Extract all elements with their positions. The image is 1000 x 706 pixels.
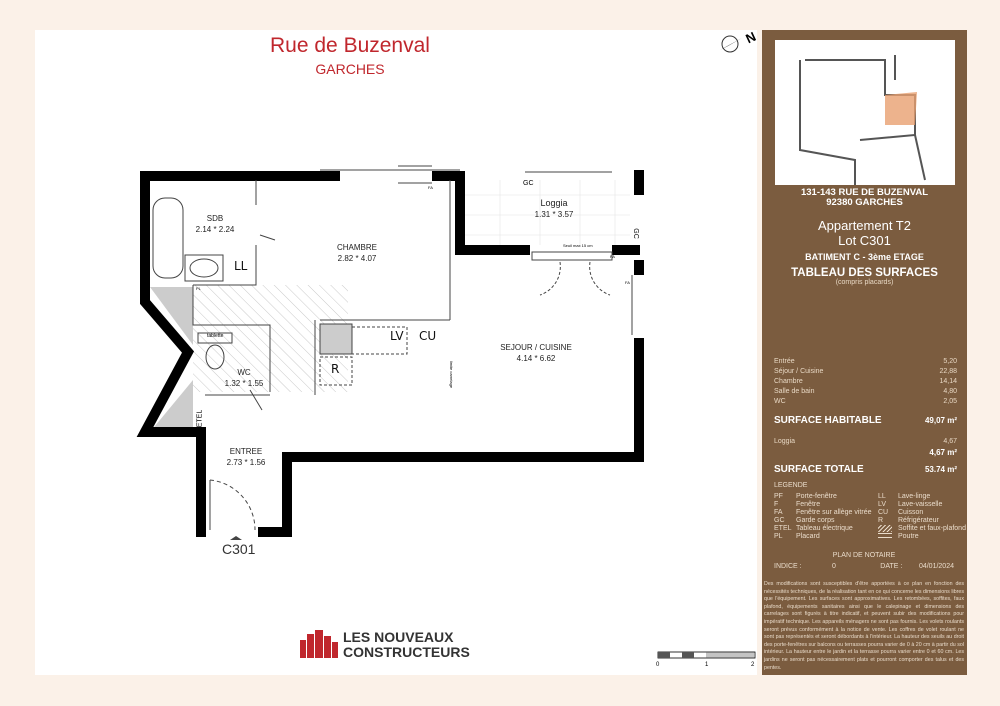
legend-cell: Poutre <box>898 533 919 540</box>
walls <box>136 170 644 537</box>
legend-cell: F <box>774 501 779 508</box>
table-subtitle: (compris placards) <box>835 279 894 286</box>
legend-cell: PL <box>774 533 783 540</box>
street-title: Rue de Buzenval <box>270 34 430 57</box>
partitions <box>152 165 633 531</box>
disclaimer: Des modifications sont susceptibles d'êt… <box>764 581 964 671</box>
label-seuil: Seuil max 15 cm <box>563 243 593 248</box>
north-arrow-icon <box>720 35 742 53</box>
floor-plan <box>136 35 756 659</box>
label-etel: ETEL <box>196 409 204 428</box>
label-r: R <box>331 362 340 376</box>
loggia-tiles <box>465 180 630 245</box>
legend-cell: Fenêtre <box>796 501 821 508</box>
legend-cell: Lave-linge <box>898 493 931 500</box>
legend-cell: Garde corps <box>796 517 835 524</box>
legend-cell: Soffite et faux-plafond <box>898 525 966 532</box>
legend-title: LEGENDE <box>774 482 808 489</box>
entrance-arrow-icon <box>230 536 242 540</box>
notaire-label: PLAN DE NOTAIRE <box>832 552 896 559</box>
legend-cell: CU <box>878 509 889 516</box>
logo-building-icon <box>300 630 338 658</box>
scale-tick-0: 0 <box>656 662 660 668</box>
scale-bar <box>657 651 756 659</box>
legend-cell: GC <box>774 517 785 524</box>
legend-cell <box>878 525 892 532</box>
city-subtitle: GARCHES <box>315 61 385 77</box>
shaft <box>150 287 193 345</box>
label-ll: LL <box>234 259 248 273</box>
label-tablette: tablette <box>207 333 224 339</box>
scale-tick-1: 1 <box>705 662 709 668</box>
legend-cell: PF <box>774 493 783 500</box>
legend-cell: Placard <box>796 533 820 540</box>
label-gc: GC <box>523 180 534 187</box>
label-limite-carrelage: limite carrelage <box>449 360 455 389</box>
legend-cell: Fenêtre sur allège vitrée <box>796 509 872 516</box>
label-fa: FA <box>610 254 615 259</box>
location-thumbnail <box>775 40 955 185</box>
lot-label: C301 <box>222 541 256 557</box>
table-title: TABLEAU DES SURFACES <box>791 267 938 279</box>
legend-cell: Cuisson <box>898 509 924 516</box>
label-fa: FA <box>625 280 630 285</box>
legend-cell: LV <box>878 501 887 508</box>
label-fa: FA <box>428 185 433 190</box>
legend-cell: ETEL <box>774 525 792 532</box>
label-cu: CU <box>419 329 437 343</box>
legend-cell: Lave-vaisselle <box>898 501 943 508</box>
label-lv: LV <box>390 329 404 343</box>
legend-cell: LL <box>878 493 886 500</box>
scale-tick-2: 2 <box>751 662 755 668</box>
legend-cell: Réfrigérateur <box>898 517 939 524</box>
legend-cell: Tableau électrique <box>796 525 853 532</box>
legend-cell: R <box>878 517 884 524</box>
building-floor: BATIMENT C - 3ème ETAGE <box>805 252 924 262</box>
legend-cell: Porte-fenêtre <box>796 493 837 500</box>
legend-cell <box>878 533 892 538</box>
label-gc-side: GC <box>631 228 639 239</box>
annex-total: 4,67 m² <box>929 448 957 457</box>
label-pl: PL <box>196 286 201 291</box>
legend-cell: FA <box>774 509 783 516</box>
shaft <box>150 380 193 432</box>
